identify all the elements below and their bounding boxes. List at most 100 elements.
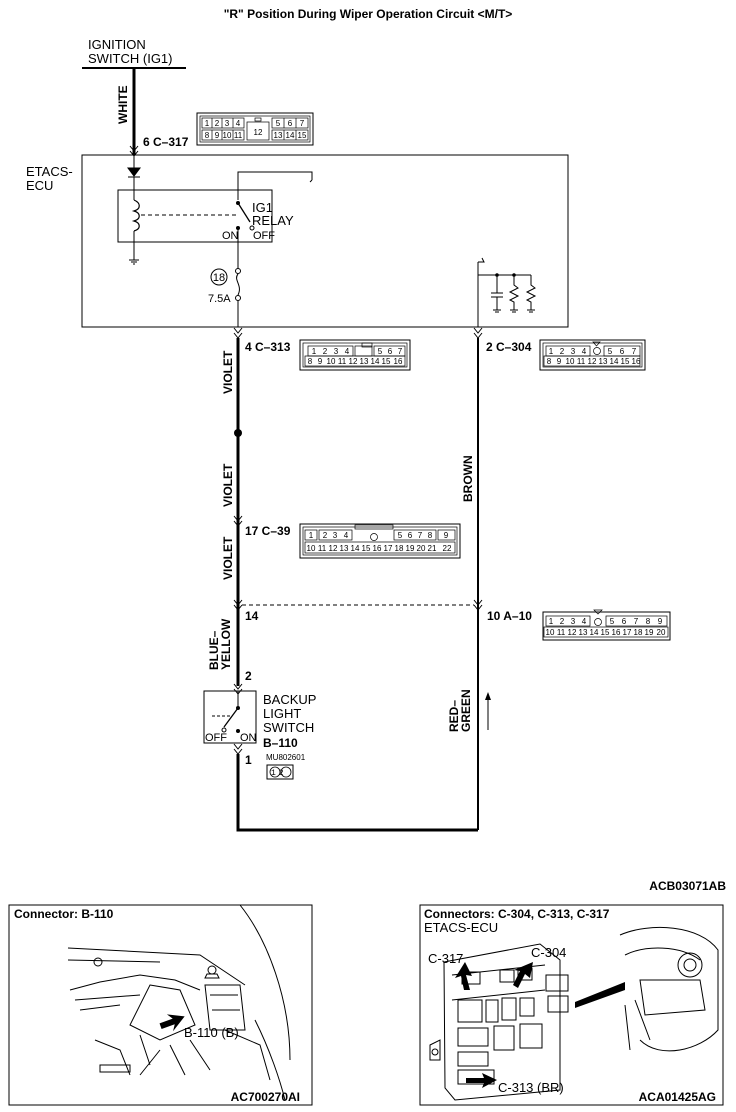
svg-text:16: 16 xyxy=(632,357,641,366)
svg-text:5: 5 xyxy=(610,617,615,626)
svg-text:12: 12 xyxy=(254,128,263,137)
blue-yellow-label-2: YELLOW xyxy=(219,618,233,670)
panel-right-subtitle: ETACS-ECU xyxy=(424,920,498,935)
connector-c317-face: 1 2 3 4 5 6 7 12 8 9 10 11 13 14 15 xyxy=(196,112,314,146)
arrow-c313 xyxy=(466,1073,497,1088)
fuse-number: 18 xyxy=(213,272,225,284)
backup-light-switch-box xyxy=(203,690,257,744)
svg-text:9: 9 xyxy=(318,357,323,366)
svg-text:12: 12 xyxy=(329,544,338,553)
blue-yellow-label-1: BLUE– xyxy=(207,630,221,670)
relay-on-label: ON xyxy=(222,230,239,242)
svg-text:11: 11 xyxy=(338,357,347,366)
panel-left-code: AC700270AI xyxy=(231,1090,300,1104)
svg-text:6: 6 xyxy=(408,531,413,540)
svg-text:14: 14 xyxy=(351,544,360,553)
svg-text:9: 9 xyxy=(658,617,663,626)
svg-text:14: 14 xyxy=(590,628,599,637)
svg-text:18: 18 xyxy=(634,628,643,637)
svg-text:19: 19 xyxy=(406,544,415,553)
svg-text:14: 14 xyxy=(610,357,619,366)
svg-text:1: 1 xyxy=(309,531,314,540)
connector-b110-face xyxy=(266,764,294,780)
etacs-label-1: ETACS- xyxy=(26,164,73,179)
svg-text:13: 13 xyxy=(360,357,369,366)
svg-text:10: 10 xyxy=(566,357,575,366)
svg-text:15: 15 xyxy=(362,544,371,553)
svg-text:18: 18 xyxy=(395,544,404,553)
brown-label: BROWN xyxy=(461,455,475,502)
svg-text:17: 17 xyxy=(384,544,393,553)
panel-right-label-c313: C-313 (BR) xyxy=(498,1080,564,1095)
svg-text:7: 7 xyxy=(300,119,305,128)
svg-text:14: 14 xyxy=(371,357,380,366)
svg-text:8: 8 xyxy=(547,357,552,366)
relay-contact xyxy=(237,202,251,223)
fuse-symbol xyxy=(236,273,240,296)
splice-point xyxy=(234,429,242,437)
svg-text:11: 11 xyxy=(577,357,586,366)
svg-text:15: 15 xyxy=(298,131,307,140)
svg-text:11: 11 xyxy=(234,131,243,140)
panel-right-label-c304: C-304 xyxy=(531,945,566,960)
violet-label-2: VIOLET xyxy=(221,463,235,507)
etacs-ecu-box xyxy=(81,154,569,328)
svg-text:11: 11 xyxy=(557,628,566,637)
etacs-label-2: ECU xyxy=(26,178,53,193)
backup-connector-label: B–110 xyxy=(263,736,298,750)
svg-text:6: 6 xyxy=(388,347,393,356)
red-green-label-1: RED– xyxy=(447,700,461,732)
svg-text:13: 13 xyxy=(579,628,588,637)
ignition-label-1: IGNITION xyxy=(88,37,146,52)
violet-label-3: VIOLET xyxy=(221,536,235,580)
terminal-c39: 17 C–39 xyxy=(245,524,291,538)
ignition-label-2: SWITCH (IG1) xyxy=(88,51,173,66)
panel-connectors-etacs: Connectors: C-304, C-313, C-317 ETACS-EC… xyxy=(419,904,724,1106)
svg-text:4: 4 xyxy=(236,119,241,128)
page-title: "R" Position During Wiper Operation Circ… xyxy=(224,7,513,21)
svg-text:17: 17 xyxy=(623,628,632,637)
svg-text:5: 5 xyxy=(378,347,383,356)
diagram-code: ACB03071AB xyxy=(649,879,726,893)
svg-text:8: 8 xyxy=(428,531,433,540)
svg-text:15: 15 xyxy=(382,357,391,366)
svg-text:3: 3 xyxy=(333,531,338,540)
svg-text:12: 12 xyxy=(349,357,358,366)
svg-text:10: 10 xyxy=(327,357,336,366)
svg-text:12: 12 xyxy=(568,628,577,637)
connector-c304-face: 1 2 3 4 5 6 7 8 9 10 11 12 13 14 15 16 xyxy=(539,339,646,371)
panel-left-title: Connector: B-110 xyxy=(14,907,114,921)
svg-text:8: 8 xyxy=(308,357,313,366)
violet-label-1: VIOLET xyxy=(221,350,235,394)
switch-on-label: ON xyxy=(240,732,257,744)
svg-text:13: 13 xyxy=(599,357,608,366)
svg-text:6: 6 xyxy=(622,617,627,626)
svg-text:22: 22 xyxy=(443,544,452,553)
svg-text:7: 7 xyxy=(418,531,423,540)
connector-pointer-arrow xyxy=(159,1014,185,1032)
connector-c39-face: 1 2 3 4 5 6 7 8 9 10 11 12 13 14 15 16 1… xyxy=(299,523,461,559)
red-green-label-2: GREEN xyxy=(459,689,473,732)
svg-text:3: 3 xyxy=(571,617,576,626)
svg-text:2: 2 xyxy=(323,531,328,540)
svg-text:4: 4 xyxy=(582,347,587,356)
relay-label-1: IG1 xyxy=(252,200,273,215)
svg-text:9: 9 xyxy=(557,357,562,366)
svg-text:5: 5 xyxy=(398,531,403,540)
svg-text:4: 4 xyxy=(582,617,587,626)
svg-text:12: 12 xyxy=(588,357,597,366)
svg-text:15: 15 xyxy=(601,628,610,637)
svg-text:9: 9 xyxy=(444,531,449,540)
terminal-14: 14 xyxy=(245,609,259,623)
svg-text:10: 10 xyxy=(223,131,232,140)
svg-text:6: 6 xyxy=(288,119,293,128)
switch-off-label: OFF xyxy=(205,732,227,744)
svg-text:1: 1 xyxy=(549,347,554,356)
part-number: MU802601 xyxy=(266,753,306,762)
svg-text:5: 5 xyxy=(276,119,281,128)
svg-text:16: 16 xyxy=(394,357,403,366)
connector-c313-face: 1 2 3 4 5 6 7 8 9 10 11 12 13 14 15 16 xyxy=(299,339,411,371)
svg-text:10: 10 xyxy=(307,544,316,553)
terminal-1: 1 xyxy=(245,753,252,767)
